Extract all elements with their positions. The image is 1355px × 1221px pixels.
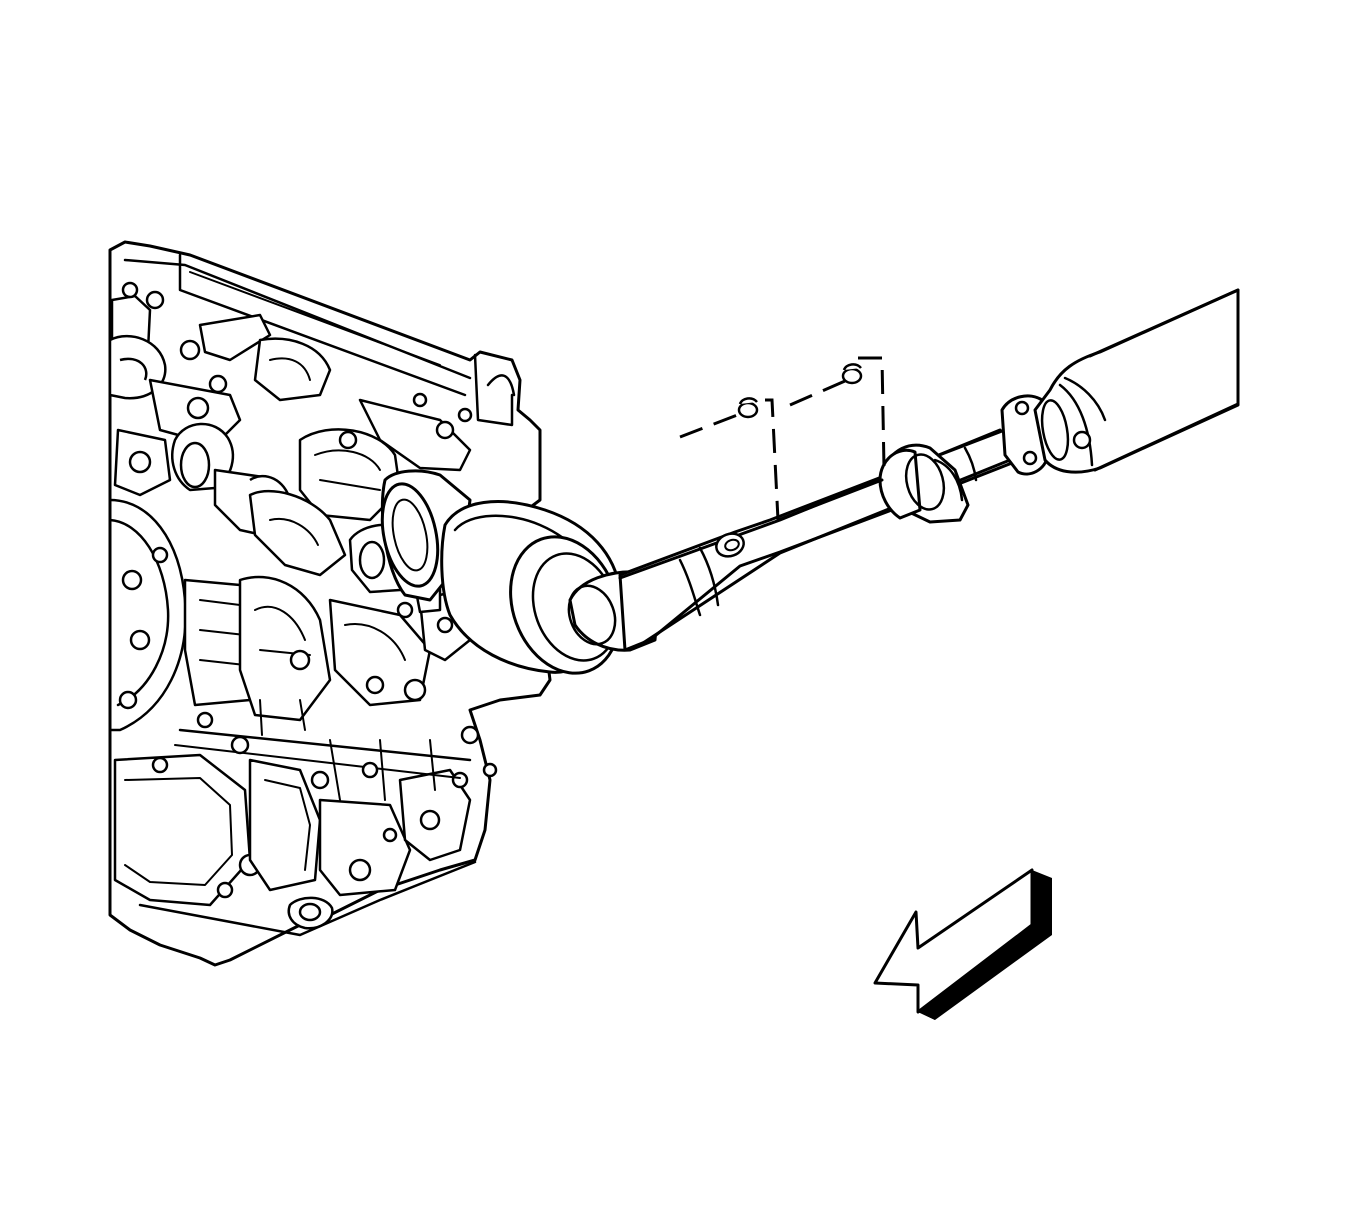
front-direction-arrow-icon	[873, 868, 1052, 1020]
exhaust-hanger-icon	[878, 443, 970, 524]
muffler-icon	[1033, 288, 1240, 474]
leader-lines	[679, 356, 886, 522]
flange-nut-icon	[737, 363, 863, 419]
exhaust-pipe-icon	[618, 426, 1042, 652]
engine-transmission-assembly-icon	[108, 240, 552, 967]
catalytic-converter-icon	[380, 469, 662, 675]
